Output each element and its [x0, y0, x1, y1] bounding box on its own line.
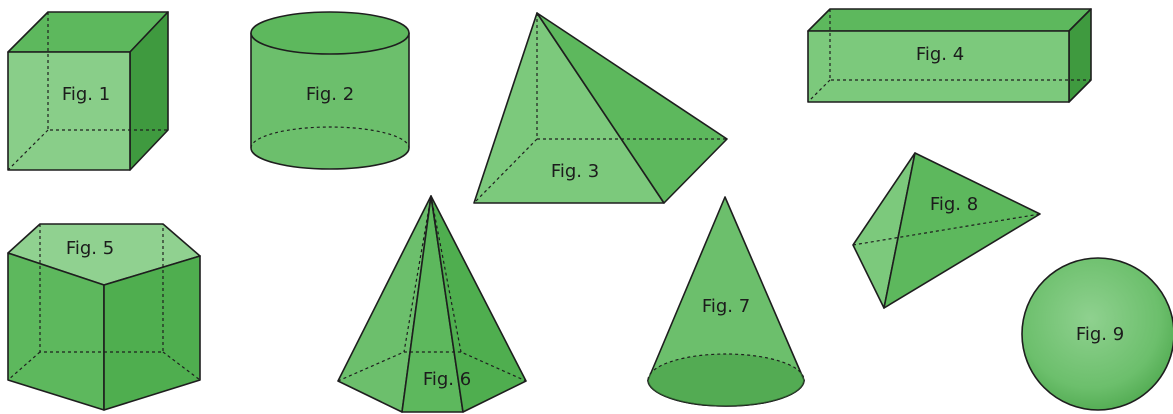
cylinder-top-face — [250, 11, 410, 55]
figure-cone: Fig. 7 — [647, 196, 805, 407]
cube-hidden-edges — [47, 12, 168, 131]
hexpyramid-right-face — [430, 195, 527, 413]
pyramid-side-face — [536, 12, 728, 204]
figure-rectangular-prism: Fig. 4 — [807, 8, 1092, 103]
figure-label: Fig. 8 — [930, 194, 978, 215]
figure-cube: Fig. 1 — [7, 11, 169, 171]
figure-cylinder: Fig. 2 — [250, 11, 410, 170]
figure-square-pyramid: Fig. 3 — [473, 12, 728, 204]
tetra-hidden-edge — [852, 213, 1041, 246]
figure-label: Fig. 9 — [1076, 324, 1124, 345]
figure-sphere: Fig. 9 — [1021, 257, 1173, 411]
figure-label: Fig. 3 — [551, 161, 599, 182]
figure-label: Fig. 5 — [66, 238, 114, 259]
hexpyramid-hidden-edge — [403, 195, 432, 353]
pentagon-hidden-edge — [162, 351, 201, 381]
cylinder-body — [250, 32, 410, 170]
pyramid-hidden-edge — [473, 138, 538, 204]
figure-label: Fig. 7 — [702, 296, 750, 317]
figure-label: Fig. 1 — [62, 84, 110, 105]
figure-hexagonal-pyramid: Fig. 6 — [337, 195, 527, 413]
cone-base-face — [648, 354, 804, 406]
figure-label: Fig. 2 — [306, 84, 354, 105]
pentagon-hidden-edges — [39, 224, 164, 353]
cone-hidden-base — [647, 353, 805, 381]
prism-hidden-edge — [807, 79, 831, 103]
prism-front-face — [807, 30, 1070, 103]
hexpyramid-hidden-edge — [430, 195, 462, 353]
figure-pentagonal-prism: Fig. 5 — [7, 223, 201, 411]
pentagon-hidden-edge — [7, 351, 41, 381]
figure-tetrahedron: Fig. 8 — [852, 152, 1041, 309]
sphere-body — [1021, 257, 1173, 411]
tetra-right-face — [883, 152, 1041, 309]
cylinder-hidden-edge — [250, 126, 410, 149]
cube-front-face — [7, 51, 131, 171]
pentagon-right-face — [103, 255, 201, 411]
figure-label: Fig. 6 — [423, 369, 471, 390]
figure-label: Fig. 4 — [916, 44, 964, 65]
prism-top-face — [807, 8, 1092, 32]
hexpyramid-hidden-base — [337, 351, 527, 382]
